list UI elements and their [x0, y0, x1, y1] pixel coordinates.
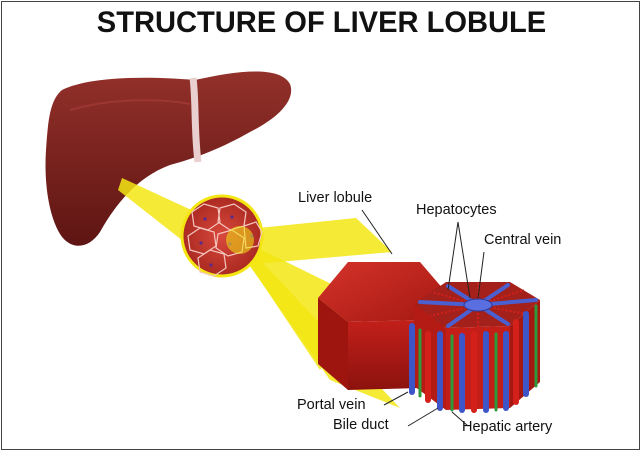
label-hepatocytes: Hepatocytes [416, 202, 497, 218]
label-hepatic-artery: Hepatic artery [462, 419, 553, 435]
spotlight-beam-top [240, 218, 392, 264]
label-liver-lobule: Liver lobule [298, 190, 373, 206]
label-central-vein: Central vein [484, 232, 562, 248]
lobule-block [318, 262, 444, 390]
label-bile-duct: Bile duct [333, 417, 389, 433]
liver-organ [45, 71, 292, 246]
spotlight-beam-small [118, 178, 200, 248]
magnified-cells [180, 194, 264, 278]
leader-lines [361, 209, 485, 427]
label-portal-vein: Portal vein [297, 397, 366, 413]
lobule-cross-section [409, 282, 540, 413]
central-vein-shape [463, 298, 493, 312]
diagram-title: STRUCTURE OF LIVER LOBULE [96, 6, 547, 39]
